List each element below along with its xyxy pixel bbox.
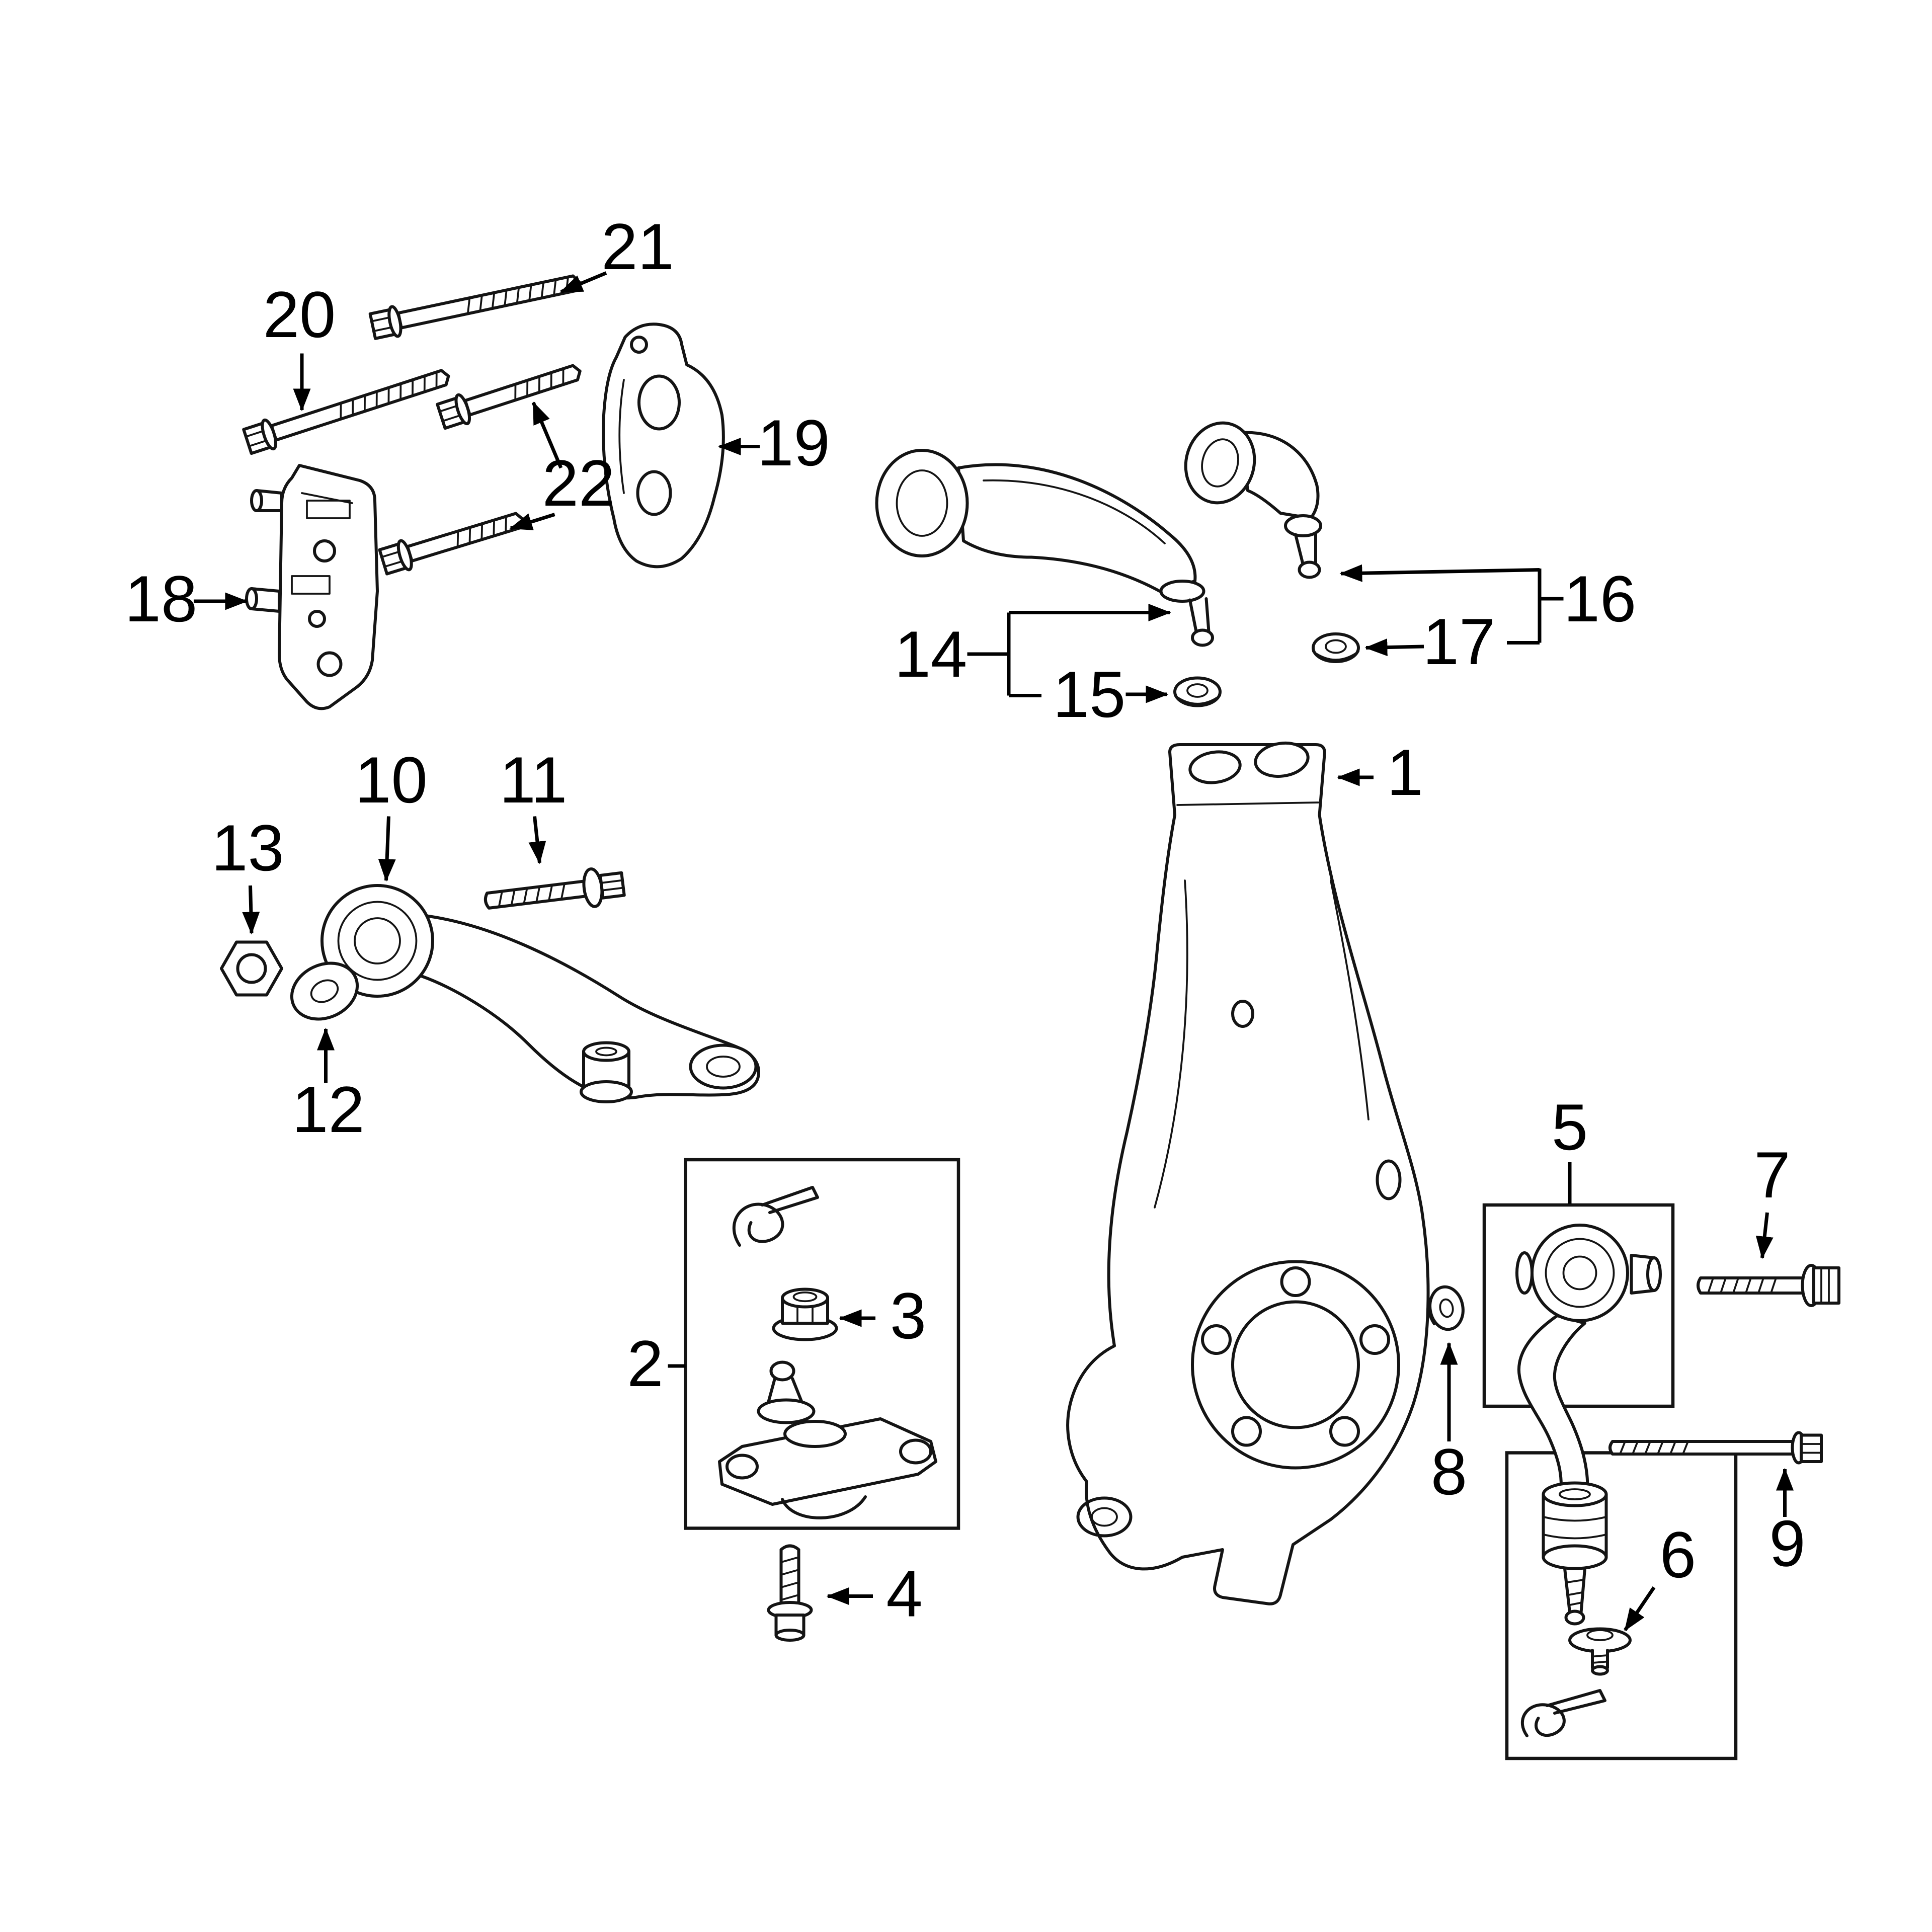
callout-11: 11 — [500, 743, 568, 817]
callout-20: 20 — [263, 278, 336, 351]
leader-14-bracket — [967, 612, 1041, 697]
callout-2: 2 — [627, 1327, 663, 1400]
callout-5: 5 — [1552, 1090, 1588, 1164]
leader-17 — [1364, 638, 1424, 657]
callout-15: 15 — [1053, 658, 1126, 731]
leader-21 — [559, 271, 607, 294]
upper-control-arm-front — [875, 449, 1214, 647]
mounting-bracket-right — [602, 323, 725, 569]
bracket-stud-upper — [250, 489, 283, 512]
callout-21: 21 — [601, 210, 674, 283]
upper-control-arm-rear — [1184, 421, 1322, 579]
callout-3: 3 — [890, 1279, 926, 1352]
leader-16-bracket — [1507, 569, 1564, 645]
callout-9: 9 — [1769, 1507, 1805, 1580]
callout-10: 10 — [355, 743, 428, 817]
compression-arm-assembly — [1515, 1224, 1662, 1626]
bracket-stud-lower — [245, 587, 281, 613]
leader-6 — [1624, 1586, 1656, 1632]
retainer-washer — [1568, 1627, 1632, 1676]
bracket-bolt-20 — [243, 362, 453, 456]
callout-6: 6 — [1660, 1518, 1696, 1591]
callout-18: 18 — [125, 562, 198, 635]
long-through-bolt — [1608, 1431, 1823, 1465]
compression-arm-box — [1482, 1203, 1675, 1408]
steering-knuckle — [1066, 741, 1430, 1605]
callout-16: 16 — [1564, 562, 1637, 635]
callout-4: 4 — [886, 1557, 922, 1631]
leader-11 — [528, 816, 546, 864]
lower-ball-joint — [718, 1360, 937, 1519]
lock-nut — [220, 940, 283, 997]
small-washer — [1427, 1285, 1465, 1331]
adjusting-cam-washer — [290, 961, 359, 1021]
bracket-bolt-21 — [370, 268, 583, 341]
callout-13: 13 — [211, 811, 284, 884]
callout-12: 12 — [292, 1073, 365, 1146]
callout-22: 22 — [542, 446, 615, 520]
callout-8: 8 — [1431, 1435, 1467, 1508]
ball-joint-nut — [772, 1287, 838, 1341]
leader-16-arrow — [1339, 564, 1540, 582]
callout-labels: 1 2 3 4 5 6 7 8 9 10 11 12 13 14 15 16 1… — [125, 210, 1806, 1631]
leader-22b — [509, 513, 555, 530]
callout-17: 17 — [1423, 605, 1496, 678]
arm-mid-bushing — [580, 1041, 633, 1103]
leader-7 — [1755, 1212, 1774, 1259]
callout-1: 1 — [1387, 736, 1423, 809]
leader-22a — [531, 401, 563, 469]
mounting-bracket-left — [245, 464, 379, 710]
callout-19: 19 — [757, 406, 830, 479]
bracket-bolt-22b — [379, 505, 527, 576]
ball-joint-bolt — [767, 1544, 813, 1642]
stud-nut-15 — [1175, 678, 1220, 706]
bracket-bolt-22a — [437, 357, 585, 431]
lower-control-arm — [320, 884, 760, 1103]
compression-arm-bolt — [1697, 1264, 1840, 1307]
leader-10 — [378, 816, 396, 882]
ball-joint-kit-box — [684, 1158, 960, 1530]
stud-nut-17 — [1313, 634, 1358, 662]
cotter-pin-top — [732, 1186, 819, 1247]
callout-14: 14 — [895, 617, 968, 691]
leader-lines — [194, 271, 1794, 1632]
callout-7: 7 — [1754, 1138, 1790, 1212]
arm-lower-bushing — [1542, 1481, 1608, 1570]
hardware-kit-box — [1505, 1451, 1738, 1760]
control-arm-bolt — [484, 867, 626, 910]
leader-13 — [242, 885, 260, 935]
cotter-pin-bottom — [1520, 1689, 1606, 1737]
